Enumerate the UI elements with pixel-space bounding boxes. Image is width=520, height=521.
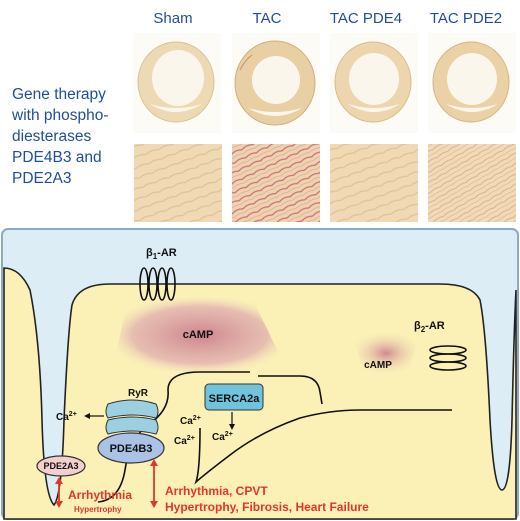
effect-right-line2: Hypertrophy, Fibrosis, Heart Failure [165, 500, 369, 514]
red-arrow-left-icon [55, 477, 63, 508]
ca-mid2-label: Ca2+ [174, 435, 195, 447]
sr-membrane-line-lower [194, 409, 452, 485]
caption-line: Gene therapy [12, 86, 106, 103]
header-tac: TAC [252, 10, 282, 27]
pde4b3-label: PDE4B3 [110, 443, 153, 455]
ryr-label: RyR [128, 388, 149, 399]
ca-mid1-label: Ca2+ [180, 415, 201, 427]
serca-label: SERCA2a [209, 393, 261, 405]
caption-line: PDE2A3 [12, 170, 72, 187]
caption-line: diesterases [12, 128, 92, 145]
caption-line: PDE4B3 and [12, 149, 102, 166]
effect-right-line1: Arrhythmia, CPVT [165, 484, 268, 498]
effect-left-main: Arrhythmia [68, 488, 132, 502]
camp-main-label: cAMP [183, 329, 214, 341]
sr-membrane-line-upper [258, 375, 323, 405]
serca-arrowhead [229, 424, 235, 430]
red-arrow-right-icon [150, 459, 158, 508]
ryr-channel-icon [105, 399, 159, 435]
ca-serca-label: Ca2+ [212, 431, 233, 443]
header-tac-pde2: TAC PDE2 [429, 10, 503, 27]
caption-line: with phospho- [12, 107, 109, 124]
beta2-receptor-icon [429, 345, 467, 371]
ca-left-label: Ca2+ [56, 411, 77, 423]
gene-therapy-caption: Gene therapy with phospho- diesterases P… [12, 84, 132, 189]
ca-release-arrowhead [84, 413, 90, 419]
effect-left-sub: Hypertrophy [74, 505, 122, 514]
header-sham: Sham [153, 10, 193, 27]
pde2a3-label: PDE2A3 [43, 461, 78, 471]
pde4b3-enzyme [97, 432, 165, 464]
beta1-receptor-icon [139, 267, 176, 301]
serca-pump [204, 383, 264, 411]
header-tac-pde4: TAC PDE4 [329, 10, 403, 27]
beta1-receptor-label: β1-AR [146, 247, 177, 261]
camp-cloud-main [112, 298, 288, 372]
pde2a3-enzyme [36, 455, 86, 477]
camp-small-label: cAMP [364, 360, 392, 371]
camp-cloud-small [352, 332, 420, 374]
beta2-receptor-label: β2-AR [414, 320, 445, 334]
